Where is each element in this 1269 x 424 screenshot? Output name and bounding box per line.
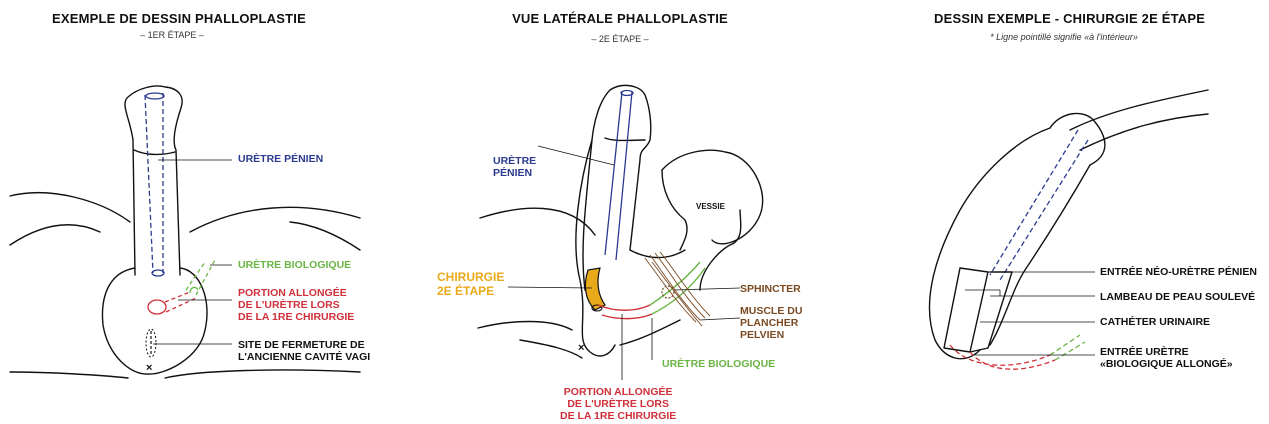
label-uretre-biologique-1: URÈTRE BIOLOGIQUE <box>238 259 351 271</box>
panel-stage-2: VUE LATÉRALE PHALLOPLASTIE – 2E ÉTAPE – <box>400 0 840 424</box>
label-muscle-plancher: MUSCLE DU PLANCHER PELVIEN <box>740 305 802 341</box>
penile-urethra-lateral <box>605 91 633 261</box>
label-uretre-penien-1: URÈTRE PÉNIEN <box>238 153 323 165</box>
label-entree-uretre-line-1: ENTRÉE URÈTRE <box>1100 346 1233 358</box>
label-portion-2: PORTION ALLONGÉE DE L'URÈTRE LORS DE LA … <box>560 386 676 422</box>
label-site-fermeture: SITE DE FERMETURE DE L'ANCIENNE CAVITÉ V… <box>238 339 370 363</box>
label-portion-1: PORTION ALLONGÉE DE L'URÈTRE LORS DE LA … <box>238 287 354 323</box>
penile-urethra-dashed <box>145 93 164 276</box>
label-portion-1-line-1: PORTION ALLONGÉE <box>238 287 354 299</box>
skin-flap <box>944 268 1012 352</box>
label-catheter: CATHÉTER URINAIRE <box>1100 316 1210 328</box>
label-chirurgie-2e-etape: CHIRURGIE 2E ÉTAPE <box>437 270 504 298</box>
label-chirurgie-line-1: CHIRURGIE <box>437 270 504 284</box>
biological-urethra-dashed <box>186 258 216 295</box>
panel-stage-1: EXEMPLE DE DESSIN PHALLOPLASTIE – 1ER ÉT… <box>0 0 400 424</box>
label-portion-2-line-2: DE L'URÈTRE LORS <box>560 398 676 410</box>
label-portion-1-line-3: DE LA 1RE CHIRURGIE <box>238 311 354 323</box>
label-sphincter: SPHINCTER <box>740 283 801 295</box>
neo-urethra-dashed <box>990 130 1088 280</box>
vaginal-closure-site <box>146 329 156 357</box>
label-uretre-penien-2-line-1: URÈTRE <box>493 155 536 167</box>
label-portion-2-line-1: PORTION ALLONGÉE <box>560 386 676 398</box>
stage-2-surgery-band <box>585 268 605 310</box>
label-vessie: VESSIE <box>696 201 725 213</box>
extended-urethra-portion <box>148 292 196 314</box>
label-chirurgie-line-2: 2E ÉTAPE <box>437 284 504 298</box>
panel-1-x-mark: × <box>146 362 152 374</box>
label-site-line-1: SITE DE FERMETURE DE <box>238 339 370 351</box>
label-muscle-line-1: MUSCLE DU <box>740 305 802 317</box>
label-uretre-penien-2: URÈTRE PÉNIEN <box>493 155 536 179</box>
label-portion-2-line-3: DE LA 1RE CHIRURGIE <box>560 410 676 422</box>
panel-stage-2-example: DESSIN EXEMPLE - CHIRURGIE 2E ÉTAPE * Li… <box>840 0 1269 424</box>
label-entree-uretre-bio: ENTRÉE URÈTRE «BIOLOGIQUE ALLONGÉ» <box>1100 346 1233 370</box>
panel-2-x-mark: × <box>578 342 584 354</box>
label-muscle-line-2: PLANCHER <box>740 317 802 329</box>
label-portion-1-line-2: DE L'URÈTRE LORS <box>238 299 354 311</box>
label-uretre-biologique-2: URÈTRE BIOLOGIQUE <box>662 358 775 370</box>
label-muscle-line-3: PELVIEN <box>740 329 802 341</box>
label-entree-uretre-line-2: «BIOLOGIQUE ALLONGÉ» <box>1100 358 1233 370</box>
label-uretre-penien-2-line-2: PÉNIEN <box>493 167 536 179</box>
label-lambeau-peau: LAMBEAU DE PEAU SOULEVÉ <box>1100 291 1255 303</box>
label-site-line-2: L'ANCIENNE CAVITÉ VAGI <box>238 351 370 363</box>
label-entree-neo-uretre: ENTRÉE NÉO-URÈTRE PÉNIEN <box>1100 266 1257 278</box>
